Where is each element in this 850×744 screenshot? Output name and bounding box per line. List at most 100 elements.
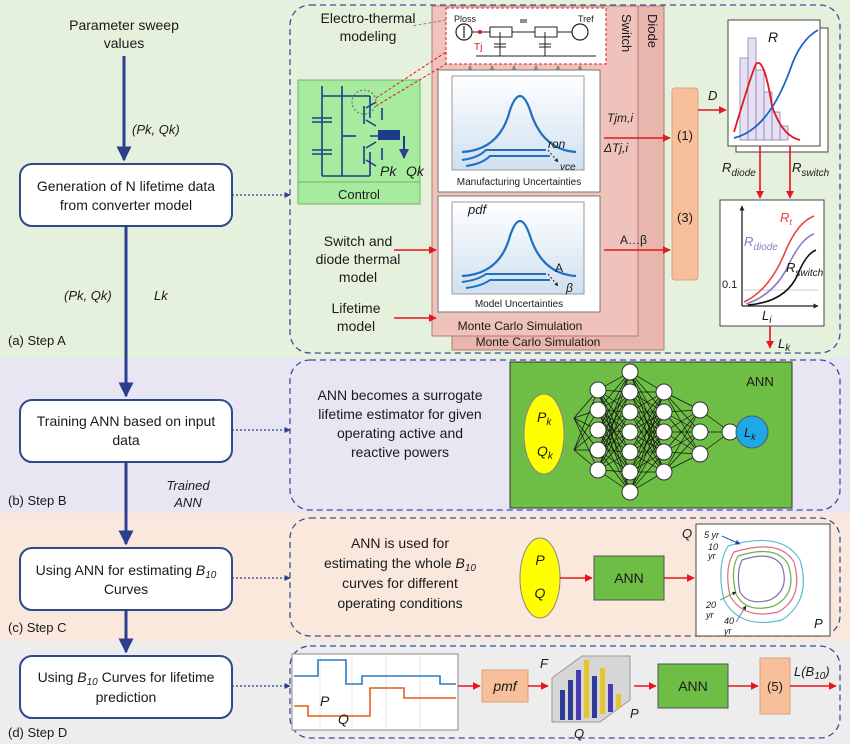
ann-neuron: [621, 383, 639, 401]
ann-connection: [663, 391, 701, 455]
yr5-pointer: [721, 535, 741, 545]
ann-connection: [629, 391, 665, 453]
step-c-box-line2: Curves: [104, 581, 148, 597]
ann-connection: [573, 389, 599, 451]
pq-profile-grid: [319, 654, 421, 730]
ann-neuron: [621, 483, 639, 501]
zoom-leader-2: [375, 63, 447, 107]
mc-label-front: Monte Carlo Simulation: [458, 319, 583, 333]
control-pk: Pk: [380, 163, 397, 179]
yr10-unit: yr: [707, 551, 717, 561]
ann-connection: [663, 391, 701, 433]
step-d-box: [19, 655, 233, 719]
profile-p-label: P: [320, 693, 330, 709]
ann-connection: [597, 371, 631, 431]
tref-label: Tref: [578, 14, 594, 24]
ploss-label: Ploss: [454, 14, 477, 24]
ann-connection: [597, 391, 631, 471]
ann-connection: [573, 417, 599, 471]
b10-contours: [720, 539, 804, 624]
control-qk: Qk: [406, 163, 425, 179]
model-caption: Model Uncertainties: [475, 299, 563, 310]
step-b-label: (b) Step B: [8, 493, 67, 508]
step-c-desc-4: operating conditions: [337, 595, 462, 611]
step-d-box-line1: Using B10 Curves for lifetime: [38, 669, 215, 688]
step-c-desc-1: ANN is used for: [351, 535, 449, 551]
rt-curve: [743, 215, 815, 303]
ann-connection: [597, 371, 631, 451]
lifetime-model-line1: Lifetime: [331, 300, 380, 316]
eq5-label: (5): [767, 679, 783, 694]
tick-label-01: 0.1: [722, 279, 737, 291]
pq-output-label: (Pk, Qk): [64, 288, 112, 303]
ann-neuron: [589, 421, 607, 439]
step-d-detail-frame: [289, 645, 841, 739]
r-density-curve: [733, 62, 801, 141]
sweep-label-2: values: [104, 35, 144, 51]
step-a-detail-frame: [289, 4, 841, 354]
ann-connection: [629, 431, 665, 493]
model-arrow: [547, 273, 559, 287]
a-param-label: A: [555, 261, 563, 275]
diode-tab-label: Diode: [645, 14, 660, 48]
lifetime-model-line2: model: [337, 318, 375, 334]
b10-axis-p: P: [814, 616, 823, 631]
r-cdf-curve: [733, 29, 819, 139]
ann-neuron: [655, 443, 673, 461]
step-d-label: (d) Step D: [8, 725, 67, 740]
yr40-pointer: [735, 605, 747, 623]
step-c-ann-label: ANN: [614, 570, 644, 586]
ann-panel-title: ANN: [746, 374, 773, 389]
yr20-num: 20: [705, 600, 716, 610]
hist-q-label: Q: [574, 726, 584, 741]
step-c-input-q: Q: [535, 585, 546, 601]
ann-connection: [629, 411, 665, 493]
ann-connection: [629, 451, 665, 493]
mfg-caption: Manufacturing Uncertainties: [457, 177, 582, 188]
pq-input-label: (Pk, Qk): [132, 122, 180, 137]
ann-neuron: [655, 383, 673, 401]
abeta-label: A…β: [620, 233, 647, 247]
thermal-model-line1: Switch and: [324, 233, 392, 249]
histogram-3d: [551, 655, 631, 723]
thermal-circuit: [445, 7, 607, 65]
ann-neuron: [589, 441, 607, 459]
electrothermal-label-1: Electro-thermal: [321, 10, 416, 26]
hist-f-label: F: [540, 656, 549, 671]
trained-ann-line1: Trained: [166, 478, 210, 493]
ann-neuron: [589, 461, 607, 479]
ann-connection: [629, 391, 665, 473]
ann-connection: [629, 391, 665, 433]
ann-network: [573, 363, 739, 501]
yr20-pointer: [719, 591, 737, 601]
control-panel: [297, 79, 421, 205]
hist-p-label: P: [630, 706, 639, 721]
ron-label: ron: [548, 137, 566, 151]
step-c-desc-3: curves for different: [342, 575, 458, 591]
step-d-box-line2: prediction: [96, 689, 157, 705]
mfg-pdf-curve: [461, 94, 577, 154]
step-c-desc-2: estimating the whole B10: [324, 555, 476, 574]
electrothermal-label-2: modeling: [340, 28, 397, 44]
equation-block: [671, 87, 699, 281]
step-b-desc-4: reactive powers: [351, 444, 449, 460]
leader-line: [411, 19, 447, 27]
pdf-label: pdf: [467, 202, 487, 217]
step-b-desc-3: operating active and: [337, 425, 463, 441]
model-curve-2: [461, 273, 546, 283]
ann-neuron: [655, 423, 673, 441]
control-label: Control: [338, 187, 380, 202]
b10-plot-frame: [695, 523, 831, 637]
mfg-curve-2: [461, 149, 546, 161]
ann-neuron: [621, 423, 639, 441]
pmf-block: [481, 669, 529, 703]
thermal-model-line2: diode thermal: [316, 251, 401, 267]
step-a-label: (a) Step A: [8, 333, 66, 348]
li-label: Li: [762, 308, 772, 326]
step-b-desc-2: lifetime estimator for given: [318, 406, 481, 422]
converter-schematic: [312, 86, 400, 177]
step-c-input-p: P: [535, 552, 545, 568]
pq-profile-frame: [291, 653, 459, 731]
ann-neuron: [691, 423, 709, 441]
